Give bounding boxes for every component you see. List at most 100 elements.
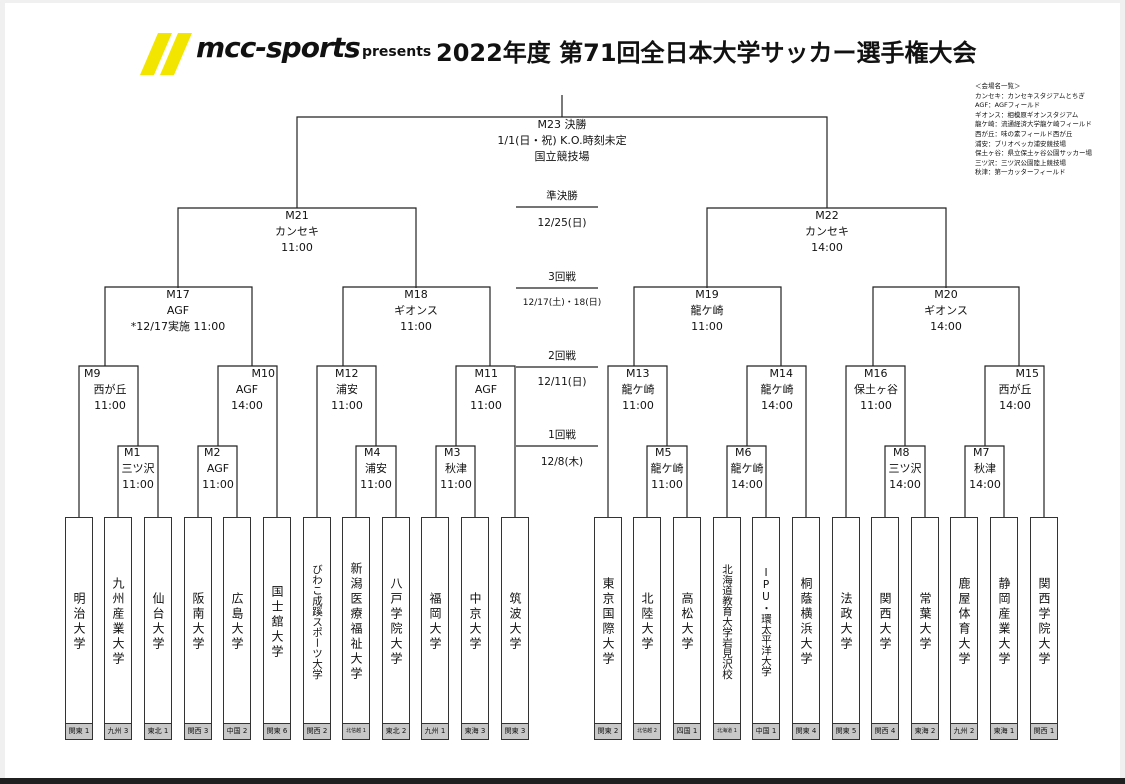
logo-stripe-right (160, 33, 192, 75)
match-m8: M8 三ツ沢 14:00 (873, 445, 937, 493)
team-box: 広島大学中国 2 (223, 517, 251, 740)
team-name: 筑波大学 (508, 592, 522, 652)
match-venue: 龍ケ崎 (621, 383, 655, 396)
logo-stripe-left (140, 33, 172, 75)
match-venue: 龍ケ崎 (760, 383, 794, 396)
team-region: 東海 2 (912, 723, 938, 739)
match-id: M10 (251, 367, 276, 380)
match-m21: M21 カンセキ 11:00 (237, 208, 357, 256)
venue-legend: ＜会場名一覧＞ カンセキ：カンセキスタジアムとちぎ AGF：AGFフィールド ギ… (975, 82, 1092, 178)
match-id: M3 (444, 446, 461, 459)
match-venue: 秋津 (974, 462, 996, 475)
page-title: 2022年度 第71回全日本大学サッカー選手権大会 (436, 39, 977, 67)
stage-date: 12/8(木) (540, 456, 584, 468)
team-name: 鹿屋体育大学 (957, 577, 971, 667)
team-name: 新潟医療福祉大学 (349, 562, 363, 682)
match-venue: 三ツ沢 (888, 462, 922, 475)
match-id: M14 (769, 367, 794, 380)
team-name: 阪南大学 (191, 592, 205, 652)
match-m5: M5 龍ケ崎 11:00 (635, 445, 699, 493)
match-m20: M20 ギオンス 14:00 (886, 287, 1006, 335)
brand-name: mcc-sports (196, 31, 361, 64)
match-venue: 三ツ沢 (121, 462, 155, 475)
venue-legend-item: 三ツ沢：三ツ沢公園陸上競技場 (975, 158, 1066, 167)
bracket-line-m11 (455, 365, 516, 517)
venue-legend-title: ＜会場名一覧＞ (975, 82, 1021, 90)
team-region: 九州 1 (422, 723, 448, 739)
match-m10: M10 AGF 14:00 (209, 366, 285, 414)
match-time: 11:00 (691, 320, 723, 333)
match-id: M19 (695, 288, 719, 301)
match-time: 11:00 (622, 399, 654, 412)
match-id: M20 (934, 288, 958, 301)
bracket-line-m18 (342, 286, 491, 366)
stage-name: 1回戦 (548, 429, 576, 441)
team-region: 関東 3 (502, 723, 528, 739)
venue-legend-item: AGF：AGFフィールド (975, 101, 1041, 110)
match-id: M12 (335, 367, 359, 380)
match-id: M21 (285, 209, 309, 222)
bracket-line-final (296, 95, 828, 208)
bracket-line-m12 (316, 365, 377, 517)
match-venue: ギオンス (394, 304, 438, 317)
team-name: 北陸大学 (640, 592, 654, 652)
team-region: 東海 1 (991, 723, 1017, 739)
team-box: 筑波大学関東 3 (501, 517, 529, 740)
team-region: 九州 3 (105, 723, 131, 739)
match-m9: M9 西が丘 11:00 (72, 366, 148, 414)
team-region: 北信越 2 (634, 723, 660, 739)
team-box: IPU・環太平洋大学中国 1 (752, 517, 780, 740)
match-id: M2 (204, 446, 221, 459)
match-venue: 秋津 (445, 462, 467, 475)
bracket-line-m17 (104, 286, 253, 366)
team-name: 桐蔭横浜大学 (799, 577, 813, 667)
venue-legend-item: ギオンス：相模原ギオンスタジアム (975, 110, 1079, 119)
bracket-line-m14 (746, 365, 807, 517)
team-box: 関西大学関西 4 (871, 517, 899, 740)
team-name: 明治大学 (72, 592, 86, 652)
team-region: 北海道 1 (714, 723, 740, 739)
match-time: 11:00 (202, 478, 234, 491)
team-name: 八戸学院大学 (389, 577, 403, 667)
stage-date: 12/25(日) (537, 217, 587, 229)
bracket-line-m8 (884, 445, 926, 517)
match-m3: M3 秋津 11:00 (424, 445, 488, 493)
team-region: 関東 4 (793, 723, 819, 739)
team-region: 四国 1 (674, 723, 700, 739)
team-name: 静岡産業大学 (997, 577, 1011, 667)
venue-legend-item: 西が丘：味の素フィールド西が丘 (975, 129, 1073, 138)
venue-legend-item: 浦安：ブリオベッカ浦安競技場 (975, 139, 1066, 148)
match-m23-venue: 国立競技場 (534, 150, 590, 163)
team-name: 九州産業大学 (111, 577, 125, 667)
team-box: 桐蔭横浜大学関東 4 (792, 517, 820, 740)
match-time: 14:00 (761, 399, 793, 412)
match-m18: M18 ギオンス 11:00 (356, 287, 476, 335)
bracket-line-m10 (217, 365, 278, 517)
stage-date: 12/17(土)・18(日) (522, 298, 602, 308)
match-id: M15 (1015, 367, 1040, 380)
bracket-line-m16 (845, 365, 906, 517)
match-time: 11:00 (651, 478, 683, 491)
match-m14: M14 龍ケ崎 14:00 (739, 366, 815, 414)
match-venue: AGF (474, 383, 498, 396)
team-region: 関西 3 (185, 723, 211, 739)
match-time: 11:00 (94, 399, 126, 412)
bracket-line-m22 (706, 207, 947, 288)
brand-logo-icon (140, 33, 192, 75)
bracket-line-m21 (177, 207, 417, 288)
window-bottom-edge (0, 778, 1125, 784)
bracket-line-m2 (197, 445, 238, 517)
team-name: 高松大学 (680, 592, 694, 652)
team-region: 北信越 1 (343, 723, 369, 739)
team-region: 中国 2 (224, 723, 250, 739)
team-box: 仙台大学東北 1 (144, 517, 172, 740)
bracket-line-m15 (984, 365, 1045, 517)
match-venue: 浦安 (336, 383, 358, 396)
match-time: 11:00 (860, 399, 892, 412)
team-box: 常葉大学東海 2 (911, 517, 939, 740)
match-venue: 龍ケ崎 (730, 462, 764, 475)
team-region: 東海 3 (462, 723, 488, 739)
team-name: 仙台大学 (151, 592, 165, 652)
team-box: 明治大学関東 1 (65, 517, 93, 740)
bracket-line-m19 (633, 286, 782, 366)
